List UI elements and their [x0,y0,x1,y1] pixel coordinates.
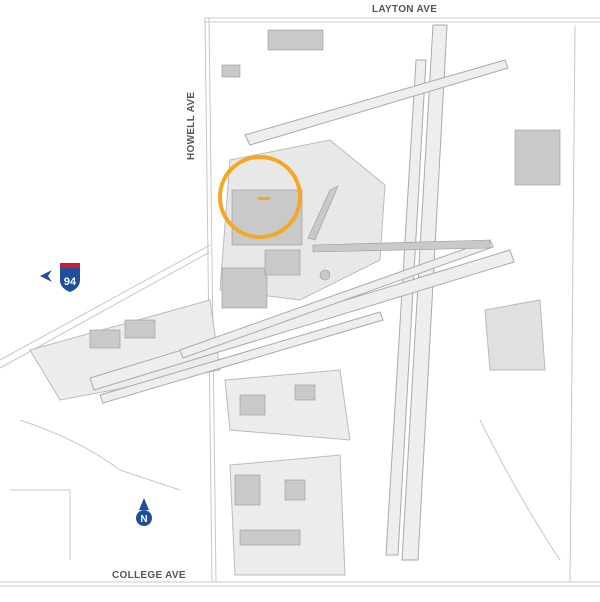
runway-parallel [385,59,427,556]
interstate-road [0,244,211,361]
howell-ave-label: HOWELL AVE [186,91,197,160]
layton-ave-label: LAYTON AVE [372,4,438,15]
interstate-94-shield: 94 [40,263,80,292]
taxiway-diagonal [244,59,509,146]
runway-main [401,24,448,561]
highlight-circle [218,155,302,239]
north-arrow: N [136,498,152,526]
runway-diagonal [89,249,515,391]
north-label: N [140,514,147,525]
terminal-apron [219,139,386,301]
direction-arrow-icon [40,270,52,282]
interstate-number: 94 [64,276,77,288]
college-ave-label: COLLEGE AVE [112,570,186,581]
north-arrow-icon [139,498,149,510]
concourse [307,185,339,241]
